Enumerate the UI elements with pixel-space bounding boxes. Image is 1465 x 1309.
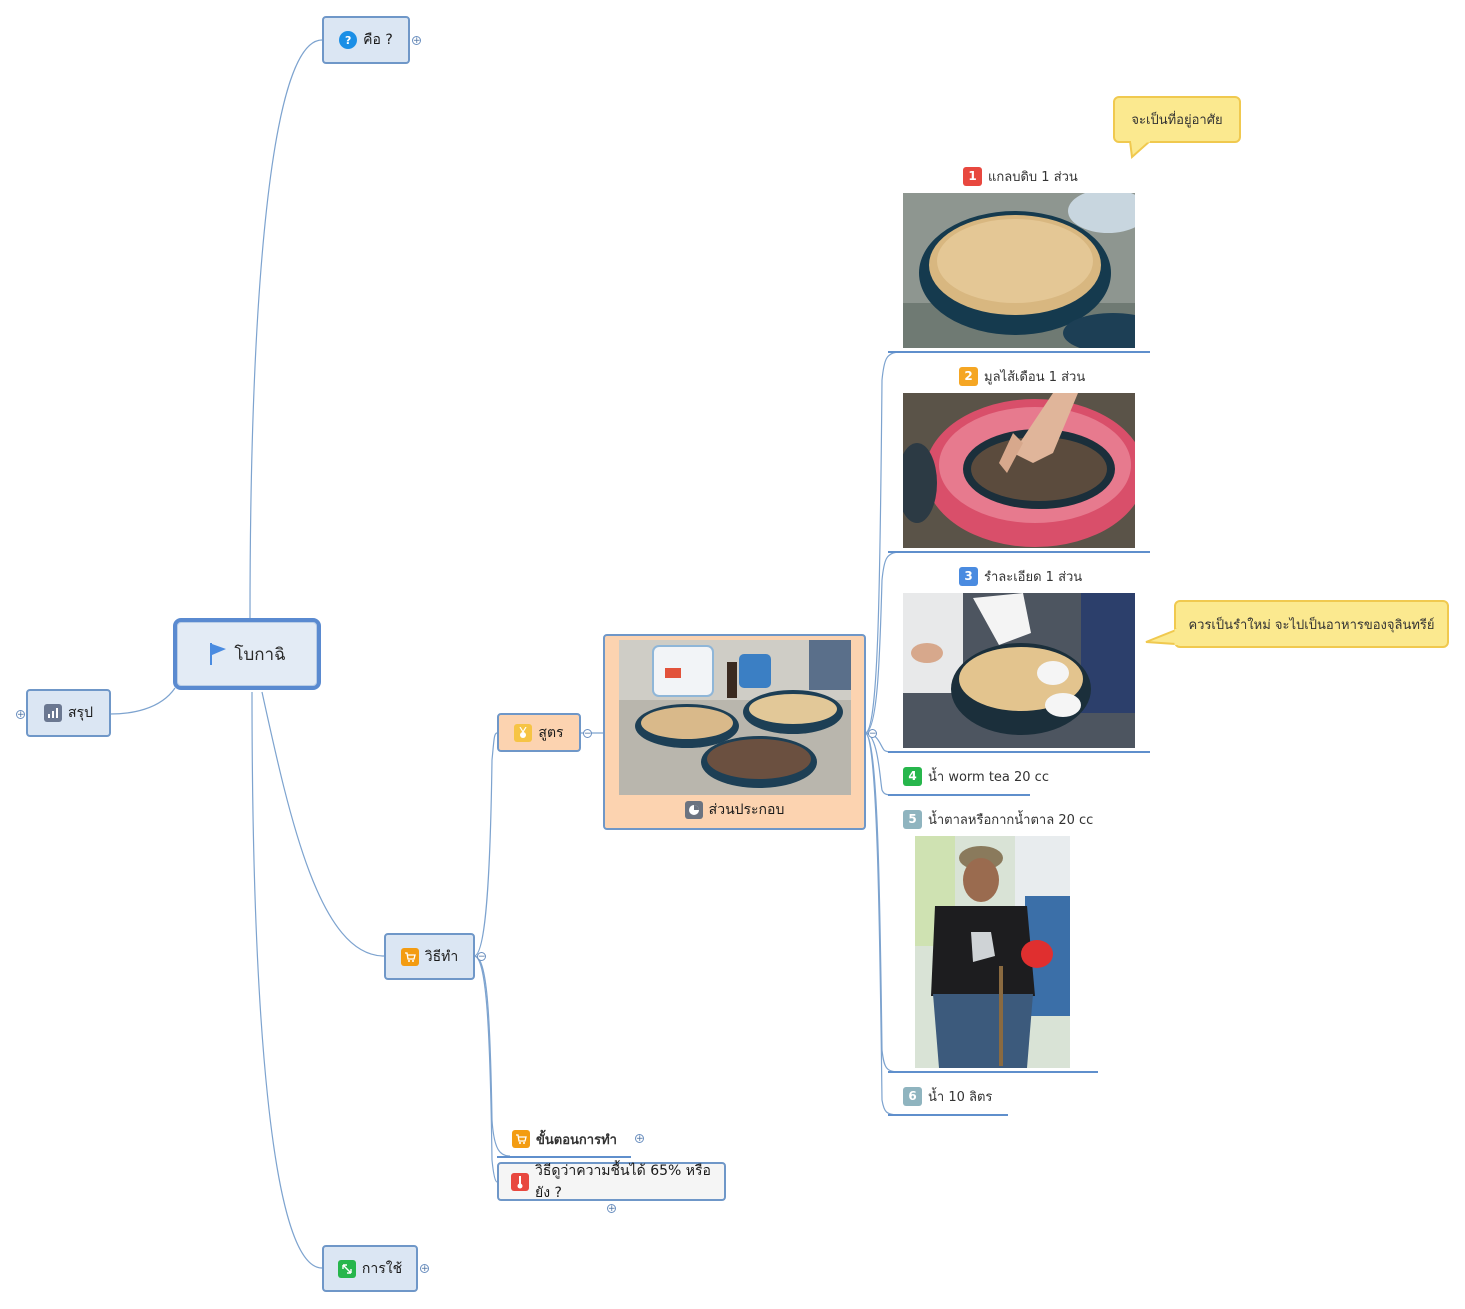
root-label: โบกาฉิ <box>234 644 286 665</box>
ingredient-6-label: น้ำ 10 ลิตร <box>928 1089 993 1105</box>
farmer-photo <box>915 836 1070 1068</box>
ingredient-4-label: น้ำ worm tea 20 cc <box>928 769 1049 785</box>
summary-node[interactable]: สรุป <box>26 689 111 737</box>
moisture-node[interactable]: วิธีดูว่าความชื้นได้ 65% หรือยัง ? <box>497 1162 726 1201</box>
method-node[interactable]: วิธีทำ <box>384 933 475 980</box>
usage-node[interactable]: การใช้ <box>322 1245 418 1292</box>
moisture-label: วิธีดูว่าความชื้นได้ 65% หรือยัง ? <box>535 1162 711 1201</box>
ingredient-3[interactable]: 3 รำละเอียด 1 ส่วน <box>959 565 1082 587</box>
ingredient-4-underline <box>888 794 1030 796</box>
collapse-toggle-components[interactable]: − <box>868 729 877 739</box>
ingredient-3-label: รำละเอียด 1 ส่วน <box>984 569 1083 585</box>
number-badge-1: 1 <box>963 166 982 186</box>
pie-icon <box>684 801 703 819</box>
ingredient-1[interactable]: 1 แกลบดิบ 1 ส่วน <box>963 165 1078 187</box>
components-node[interactable]: ส่วนประกอบ <box>603 634 866 830</box>
number-badge-4: 4 <box>903 766 922 786</box>
number-badge-3: 3 <box>959 566 978 586</box>
usage-label: การใช้ <box>361 1260 403 1277</box>
rice-husk-photo <box>903 193 1135 348</box>
ingredient-6-underline <box>888 1114 1008 1116</box>
what-label: คือ ? <box>363 32 393 48</box>
cart-icon <box>400 947 419 966</box>
ingredient-5[interactable]: 5 น้ำตาลหรือกากน้ำตาล 20 cc <box>903 808 1093 830</box>
thermometer-icon <box>511 1172 529 1191</box>
ingredient-1-label: แกลบดิบ 1 ส่วน <box>988 169 1078 185</box>
note-bran-pointer <box>1145 628 1178 646</box>
ingredient-1-underline <box>888 351 1150 353</box>
number-badge-6: 6 <box>903 1086 922 1106</box>
ingredients-photo <box>618 640 851 795</box>
ingredient-5-underline <box>888 1071 1098 1073</box>
flag-icon <box>210 643 227 665</box>
note-habitat-pointer <box>1128 141 1152 159</box>
number-badge-2: 2 <box>959 366 978 386</box>
number-badge-5: 5 <box>903 809 922 829</box>
root-node[interactable]: โบกาฉิ <box>173 618 321 690</box>
expand-toggle-what[interactable]: + <box>412 36 421 46</box>
medal-icon <box>514 723 533 742</box>
resize-icon <box>337 1259 356 1278</box>
worm-castings-photo <box>903 393 1135 548</box>
ingredient-2[interactable]: 2 มูลไส้เดือน 1 ส่วน <box>959 365 1085 387</box>
method-label: วิธีทำ <box>424 948 459 965</box>
formula-label: สูตร <box>538 724 564 741</box>
expand-toggle-summary[interactable]: + <box>16 710 25 720</box>
steps-label: ขั้นตอนการทำ <box>536 1132 617 1148</box>
rice-bran-photo <box>903 593 1135 748</box>
summary-label: สรุป <box>68 705 93 721</box>
formula-node[interactable]: สูตร <box>497 713 581 752</box>
ingredient-2-underline <box>888 551 1150 553</box>
note-bran[interactable]: ควรเป็นรำใหม่ จะไปเป็นอาหารของจุลินทรีย์ <box>1174 600 1449 648</box>
cart-icon <box>512 1130 530 1148</box>
note-habitat-text: จะเป็นที่อยู่อาศัย <box>1131 113 1223 128</box>
steps-underline <box>497 1156 631 1158</box>
question-icon: ? <box>339 31 358 49</box>
ingredient-3-underline <box>888 751 1150 753</box>
collapse-toggle-formula[interactable]: − <box>583 729 592 739</box>
note-bran-text: ควรเป็นรำใหม่ จะไปเป็นอาหารของจุลินทรีย์ <box>1188 617 1435 633</box>
what-node[interactable]: ? คือ ? <box>322 16 410 64</box>
expand-toggle-moisture[interactable]: + <box>607 1204 616 1214</box>
steps-node[interactable]: ขั้นตอนการทำ <box>512 1128 617 1150</box>
collapse-toggle-method[interactable]: − <box>477 952 486 962</box>
ingredient-2-label: มูลไส้เดือน 1 ส่วน <box>984 369 1086 385</box>
ingredient-6[interactable]: 6 น้ำ 10 ลิตร <box>903 1085 992 1107</box>
components-label: ส่วนประกอบ <box>708 802 785 818</box>
expand-toggle-usage[interactable]: + <box>420 1264 429 1274</box>
note-habitat[interactable]: จะเป็นที่อยู่อาศัย <box>1113 96 1241 143</box>
ingredient-5-label: น้ำตาลหรือกากน้ำตาล 20 cc <box>928 812 1094 828</box>
bar-chart-icon <box>44 704 63 722</box>
expand-toggle-steps[interactable]: + <box>635 1134 644 1144</box>
ingredient-4[interactable]: 4 น้ำ worm tea 20 cc <box>903 765 1049 787</box>
